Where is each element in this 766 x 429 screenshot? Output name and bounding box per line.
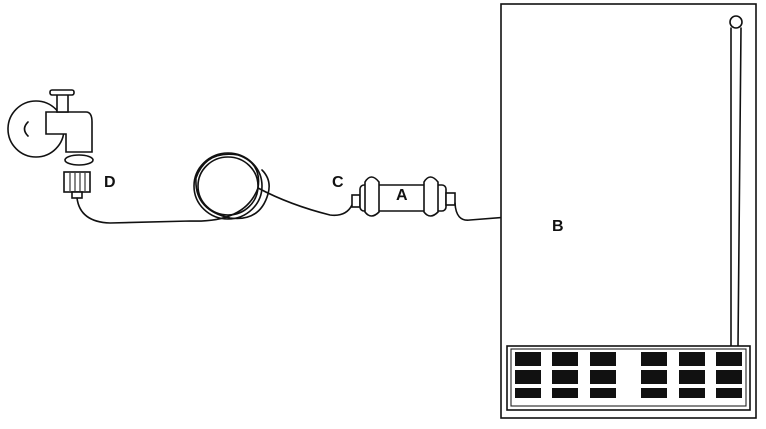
vent-slot [515,370,541,384]
vent-slot [679,352,705,366]
supply-tube [76,153,353,224]
faucet-adapter [63,171,91,193]
vent-slot [716,388,742,398]
vent-slot [590,352,616,366]
vent-slot [552,370,578,384]
filter-inlet-fitting [351,194,361,208]
vent-slot [515,352,541,366]
vent-slot [641,370,667,384]
faucet-body [45,111,93,153]
vent-panel [506,345,751,411]
faucet-flange-mark [23,121,29,137]
tube-coil-outer [193,152,263,220]
vent-slot [590,388,616,398]
vent-slot [641,388,667,398]
filter-clip-right [423,176,439,217]
vent-panel-inner [510,348,747,407]
vent-slot [716,352,742,366]
vent-slot [515,388,541,398]
faucet-connector [71,191,83,199]
vent-grille [515,352,742,398]
faucet [7,89,94,199]
filter-outlet-fitting [445,192,456,206]
cabinet-inner-rod-2 [737,27,742,347]
faucet-handle [49,89,75,96]
vent-slot [679,388,705,398]
rod-knob [729,15,743,29]
tube-coil-inner [197,156,259,216]
filter [351,176,456,217]
faucet-spout [64,154,94,166]
ice-machine [500,3,757,419]
filter-clip-left [364,176,380,217]
label-d: D [104,174,116,191]
vent-slot [590,370,616,384]
vent-slot [716,370,742,384]
vent-slot [552,352,578,366]
label-b: B [552,218,564,235]
label-c: C [332,174,344,191]
vent-slot [552,388,578,398]
vent-slot [679,370,705,384]
label-a: A [396,187,408,204]
vent-slot [641,352,667,366]
